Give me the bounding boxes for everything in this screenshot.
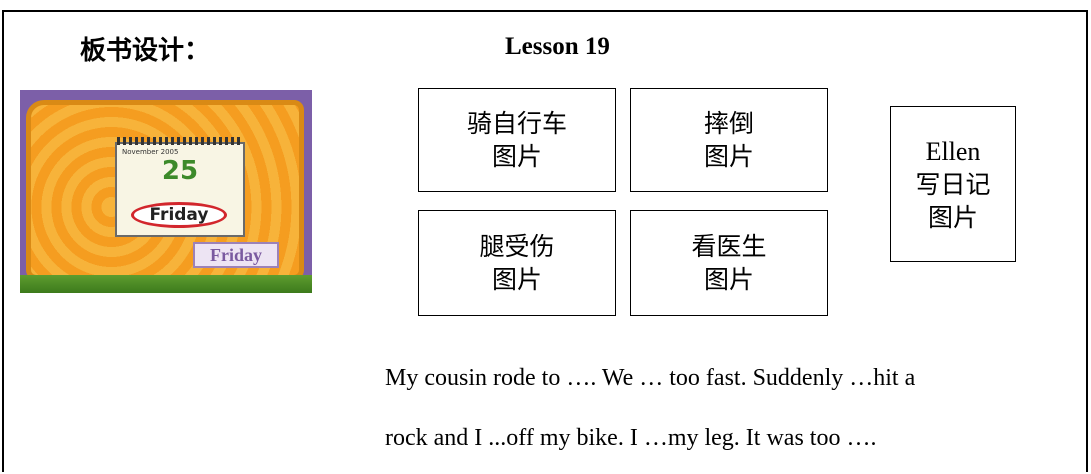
box-sublabel: 图片: [703, 265, 754, 294]
story-line: rock and I ...off my bike. I …my leg. It…: [385, 425, 877, 451]
calendar-picture: November 2005 25 Friday Friday: [20, 90, 312, 293]
box-sublabel: 写日记: [915, 169, 991, 199]
box-sublabel: 图片: [927, 202, 978, 232]
box-label: Ellen: [925, 136, 981, 166]
box-fall-down: 摔倒 图片: [630, 88, 828, 192]
box-label: 骑自行车: [466, 109, 567, 138]
grass-strip: [20, 275, 312, 293]
story-text: My cousin rode to …. We … too fast. Sudd…: [385, 348, 915, 468]
calendar-weekday: Friday: [131, 202, 227, 228]
box-label: 摔倒: [703, 109, 754, 138]
box-label: 腿受伤: [479, 232, 555, 261]
calendar: November 2005 25 Friday: [115, 137, 245, 237]
box-see-doctor: 看医生 图片: [630, 210, 828, 316]
word-card: Friday: [193, 242, 279, 268]
lesson-title: Lesson 19: [505, 33, 610, 60]
calendar-rings: [117, 137, 243, 145]
board-design-heading: 板书设计：: [80, 36, 211, 66]
box-ellen-diary: Ellen 写日记 图片: [890, 106, 1016, 262]
box-leg-injury: 腿受伤 图片: [418, 210, 616, 316]
box-ride-bike: 骑自行车 图片: [418, 88, 616, 192]
calendar-day: 25: [161, 156, 199, 186]
story-line: My cousin rode to …. We … too fast. Sudd…: [385, 365, 916, 391]
box-sublabel: 图片: [491, 142, 542, 171]
box-sublabel: 图片: [703, 142, 754, 171]
box-label: 看医生: [691, 232, 767, 261]
page-frame: [2, 10, 1088, 472]
calendar-month: November 2005: [122, 148, 179, 156]
box-sublabel: 图片: [491, 265, 542, 294]
